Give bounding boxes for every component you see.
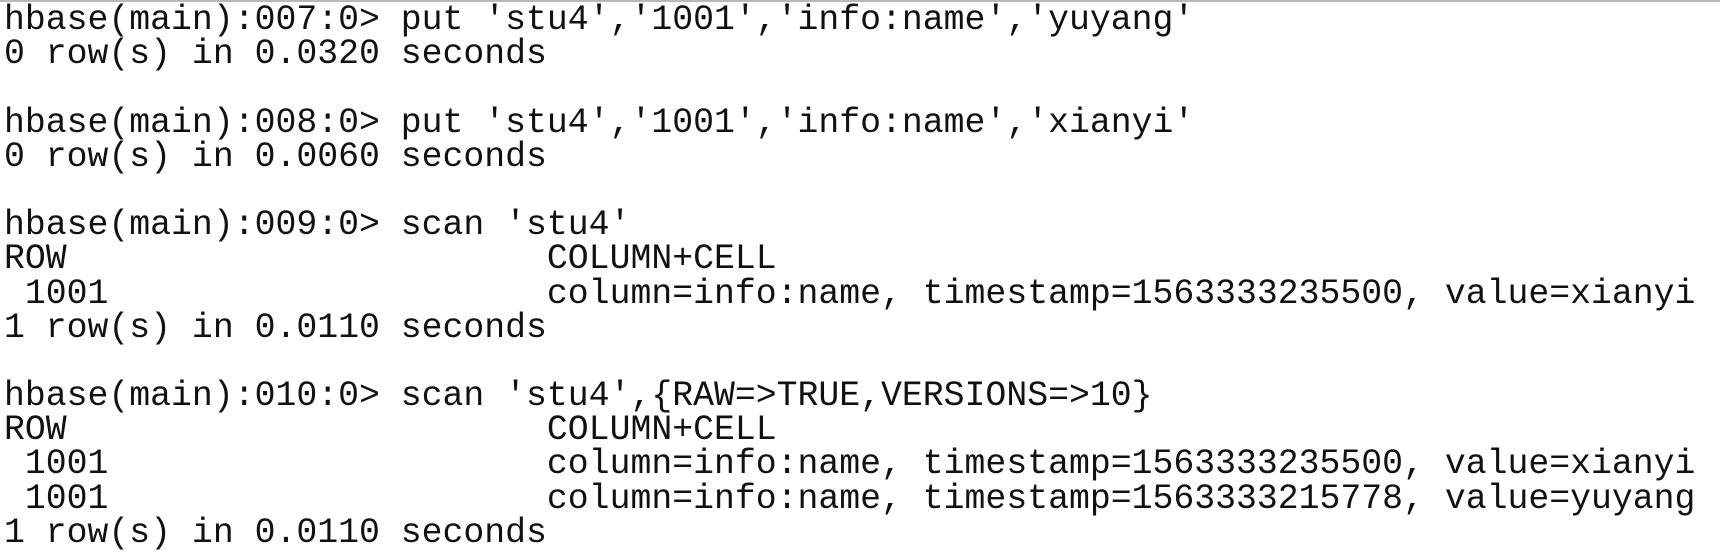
blank-line bbox=[4, 175, 1720, 209]
command-line: hbase(main):008:0> put 'stu4','1001','in… bbox=[4, 103, 1195, 143]
table-header: ROW COLUMN+CELL bbox=[4, 240, 777, 280]
output-line: 0 row(s) in 0.0060 seconds bbox=[4, 137, 547, 177]
output-line: 1 row(s) in 0.0110 seconds bbox=[4, 513, 547, 553]
blank-line bbox=[4, 346, 1720, 380]
output-line: 0 row(s) in 0.0320 seconds bbox=[4, 35, 547, 75]
table-header: ROW COLUMN+CELL bbox=[4, 411, 777, 451]
command-line: hbase(main):009:0> scan 'stu4' bbox=[4, 206, 631, 246]
table-row: 1001 column=info:name, timestamp=1563333… bbox=[4, 445, 1696, 485]
table-row: 1001 column=info:name, timestamp=1563333… bbox=[4, 479, 1696, 519]
blank-line bbox=[4, 72, 1720, 106]
command-line: hbase(main):007:0> put 'stu4','1001','in… bbox=[4, 1, 1195, 40]
table-row: 1001 column=info:name, timestamp=1563333… bbox=[4, 274, 1696, 314]
output-line: 1 row(s) in 0.0110 seconds bbox=[4, 308, 547, 348]
command-line: hbase(main):010:0> scan 'stu4',{RAW=>TRU… bbox=[4, 377, 1153, 417]
